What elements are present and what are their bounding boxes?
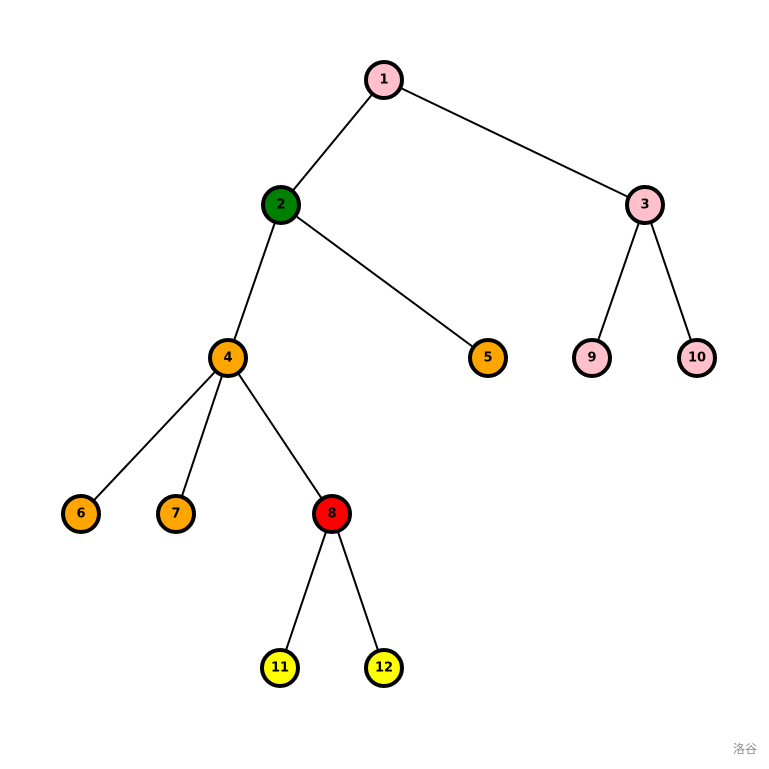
edge-4-8 <box>227 357 333 515</box>
edge-2-4 <box>227 204 282 359</box>
node-label: 3 <box>640 198 649 213</box>
node-circle <box>625 185 665 225</box>
node-4: 4 <box>208 338 248 378</box>
node-label: 12 <box>375 661 393 676</box>
node-7: 7 <box>156 494 196 534</box>
node-label: 2 <box>276 198 285 213</box>
edge-4-7 <box>175 357 229 515</box>
node-circle <box>677 338 717 378</box>
node-circle <box>312 494 352 534</box>
edge-1-3 <box>383 79 646 206</box>
node-2: 2 <box>261 185 301 225</box>
edges-layer <box>80 79 698 669</box>
node-label: 5 <box>483 351 492 366</box>
node-label: 4 <box>223 351 232 366</box>
node-6: 6 <box>61 494 101 534</box>
node-3: 3 <box>625 185 665 225</box>
node-11: 11 <box>260 648 300 688</box>
node-10: 10 <box>677 338 717 378</box>
node-9: 9 <box>572 338 612 378</box>
node-label: 8 <box>327 507 336 522</box>
node-circle <box>468 338 508 378</box>
node-label: 1 <box>379 73 388 88</box>
node-circle <box>260 648 300 688</box>
node-circle <box>364 648 404 688</box>
node-label: 9 <box>587 351 596 366</box>
node-1: 1 <box>364 60 404 100</box>
edge-3-9 <box>591 204 646 359</box>
node-label: 7 <box>171 507 180 522</box>
node-circle <box>156 494 196 534</box>
edge-2-5 <box>280 204 489 359</box>
node-circle <box>572 338 612 378</box>
node-label: 11 <box>271 661 289 676</box>
edge-8-11 <box>279 513 333 669</box>
node-8: 8 <box>312 494 352 534</box>
node-12: 12 <box>364 648 404 688</box>
watermark-text: 洛谷 <box>732 742 757 756</box>
node-circle <box>208 338 248 378</box>
edge-4-6 <box>80 357 229 515</box>
node-label: 6 <box>76 507 85 522</box>
edge-3-10 <box>644 204 698 359</box>
node-circle <box>364 60 404 100</box>
node-5: 5 <box>468 338 508 378</box>
node-circle <box>61 494 101 534</box>
node-circle <box>261 185 301 225</box>
edge-8-12 <box>331 513 385 669</box>
edge-1-2 <box>280 79 385 206</box>
node-label: 10 <box>688 351 706 366</box>
